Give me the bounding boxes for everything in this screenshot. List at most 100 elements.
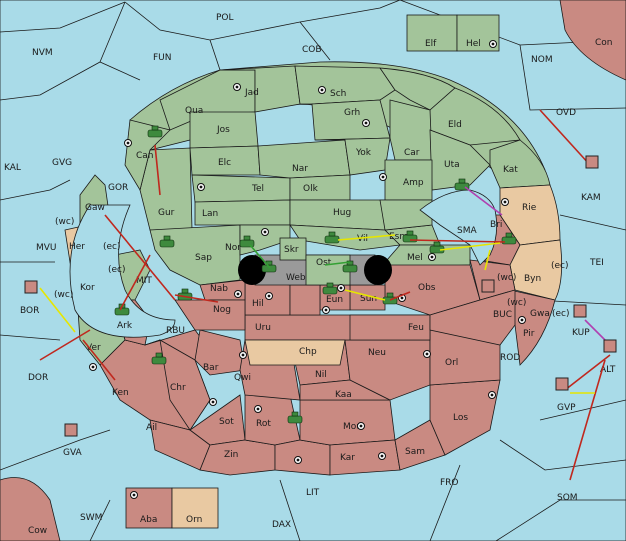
svg-text:Gur: Gur bbox=[158, 208, 175, 218]
supply-center-icon bbox=[379, 173, 387, 181]
province-hil-east[interactable] bbox=[289, 284, 321, 316]
move-arrow bbox=[174, 294, 219, 303]
province-elf[interactable] bbox=[406, 14, 458, 52]
svg-text:Can: Can bbox=[136, 151, 154, 161]
svg-text:Skr: Skr bbox=[284, 245, 299, 255]
svg-text:Los: Los bbox=[453, 413, 468, 423]
svg-text:Nil: Nil bbox=[315, 370, 327, 380]
province-orn[interactable] bbox=[171, 487, 219, 529]
svg-text:Ail: Ail bbox=[146, 423, 157, 433]
svg-text:Cow: Cow bbox=[28, 526, 47, 536]
province-byn[interactable] bbox=[509, 239, 563, 301]
supply-center-icon bbox=[124, 139, 132, 147]
svg-text:Lan: Lan bbox=[202, 209, 218, 219]
labels: POL NVM FUN COB NOM OVD KAL GVG MVU BOR … bbox=[4, 13, 616, 536]
right-cap bbox=[364, 255, 392, 285]
province-nog[interactable] bbox=[174, 299, 246, 331]
svg-text:Orn: Orn bbox=[186, 515, 202, 525]
supply-center-icon bbox=[378, 452, 386, 460]
province-vil[interactable] bbox=[289, 224, 401, 251]
svg-text:(wc): (wc) bbox=[54, 290, 73, 300]
svg-text:(ec): (ec) bbox=[551, 261, 569, 271]
supply-center-icon bbox=[488, 391, 496, 399]
svg-text:Kor: Kor bbox=[80, 283, 95, 293]
svg-text:Nor: Nor bbox=[225, 243, 241, 253]
move-arrow bbox=[539, 109, 591, 166]
province-yok[interactable] bbox=[314, 137, 391, 176]
svg-text:SWM: SWM bbox=[80, 513, 102, 523]
province-chr[interactable] bbox=[159, 339, 211, 431]
fleet-icon bbox=[481, 279, 495, 293]
svg-text:Kaa: Kaa bbox=[335, 390, 352, 400]
province-feu[interactable] bbox=[349, 314, 431, 341]
svg-text:Bri: Bri bbox=[490, 220, 502, 230]
svg-text:Qua: Qua bbox=[185, 106, 203, 116]
province-grh[interactable] bbox=[311, 99, 391, 141]
svg-text:(ec): (ec) bbox=[108, 265, 126, 275]
svg-text:Jad: Jad bbox=[244, 88, 259, 98]
support-arrow bbox=[439, 242, 501, 251]
province-sch-east[interactable] bbox=[379, 67, 456, 111]
svg-text:GOR: GOR bbox=[108, 183, 128, 193]
supply-center-icon bbox=[130, 491, 138, 499]
svg-text:Her: Her bbox=[69, 242, 85, 252]
svg-text:(wc): (wc) bbox=[507, 298, 526, 308]
units bbox=[114, 125, 517, 424]
convoy-arrow bbox=[584, 319, 606, 341]
fleet-icon bbox=[24, 280, 38, 294]
svg-text:KUP: KUP bbox=[572, 328, 590, 338]
svg-text:RBU: RBU bbox=[166, 326, 185, 336]
svg-text:POL: POL bbox=[216, 13, 234, 23]
svg-text:Bar: Bar bbox=[203, 363, 219, 373]
svg-text:SMA: SMA bbox=[457, 226, 477, 236]
supply-center-icon bbox=[209, 398, 217, 406]
svg-text:Elc: Elc bbox=[218, 158, 231, 168]
province-jad[interactable] bbox=[219, 65, 301, 113]
supply-center-icon bbox=[518, 316, 526, 324]
province-amp-south[interactable] bbox=[379, 199, 433, 231]
army-unit-icon bbox=[342, 260, 358, 273]
svg-text:Tel: Tel bbox=[251, 184, 264, 194]
supply-center-icon bbox=[261, 228, 269, 236]
province-cow[interactable] bbox=[0, 477, 61, 541]
svg-text:NOM: NOM bbox=[531, 55, 553, 65]
move-arrow bbox=[119, 254, 151, 311]
svg-text:DAX: DAX bbox=[272, 520, 291, 530]
move-arrow bbox=[409, 239, 506, 243]
svg-text:Ver: Ver bbox=[86, 343, 101, 353]
svg-text:Hel: Hel bbox=[466, 39, 481, 49]
province-skr[interactable] bbox=[279, 237, 307, 261]
province-bar[interactable] bbox=[194, 329, 246, 376]
supply-center-icon bbox=[423, 350, 431, 358]
svg-text:Sot: Sot bbox=[219, 417, 234, 427]
svg-text:GVG: GVG bbox=[52, 158, 72, 168]
province-pir[interactable] bbox=[509, 289, 556, 366]
fleet-icon bbox=[585, 155, 599, 169]
svg-text:Obs: Obs bbox=[418, 283, 436, 293]
province-tel[interactable] bbox=[191, 174, 291, 203]
svg-text:Chr: Chr bbox=[170, 383, 186, 393]
svg-text:Rot: Rot bbox=[256, 419, 271, 429]
svg-text:Ken: Ken bbox=[112, 388, 129, 398]
province-chp[interactable] bbox=[244, 339, 346, 366]
svg-text:(wc): (wc) bbox=[497, 273, 516, 283]
province-ost[interactable] bbox=[305, 254, 351, 286]
supply-centers bbox=[89, 40, 526, 499]
svg-text:Yok: Yok bbox=[355, 148, 372, 158]
province-can[interactable] bbox=[124, 119, 171, 192]
army-unit-icon bbox=[159, 235, 175, 248]
svg-text:FUN: FUN bbox=[153, 53, 172, 63]
province-feu-east[interactable] bbox=[429, 289, 516, 346]
svg-text:Web: Web bbox=[286, 273, 306, 283]
province-olk[interactable] bbox=[289, 174, 351, 201]
svg-text:BOR: BOR bbox=[20, 306, 39, 316]
svg-text:Sap: Sap bbox=[195, 253, 212, 263]
move-arrow bbox=[389, 291, 411, 301]
hold-arrow bbox=[324, 261, 351, 266]
svg-text:Eld: Eld bbox=[448, 120, 462, 130]
sea-mit[interactable] bbox=[69, 204, 176, 338]
province-zin-east[interactable] bbox=[274, 439, 331, 476]
